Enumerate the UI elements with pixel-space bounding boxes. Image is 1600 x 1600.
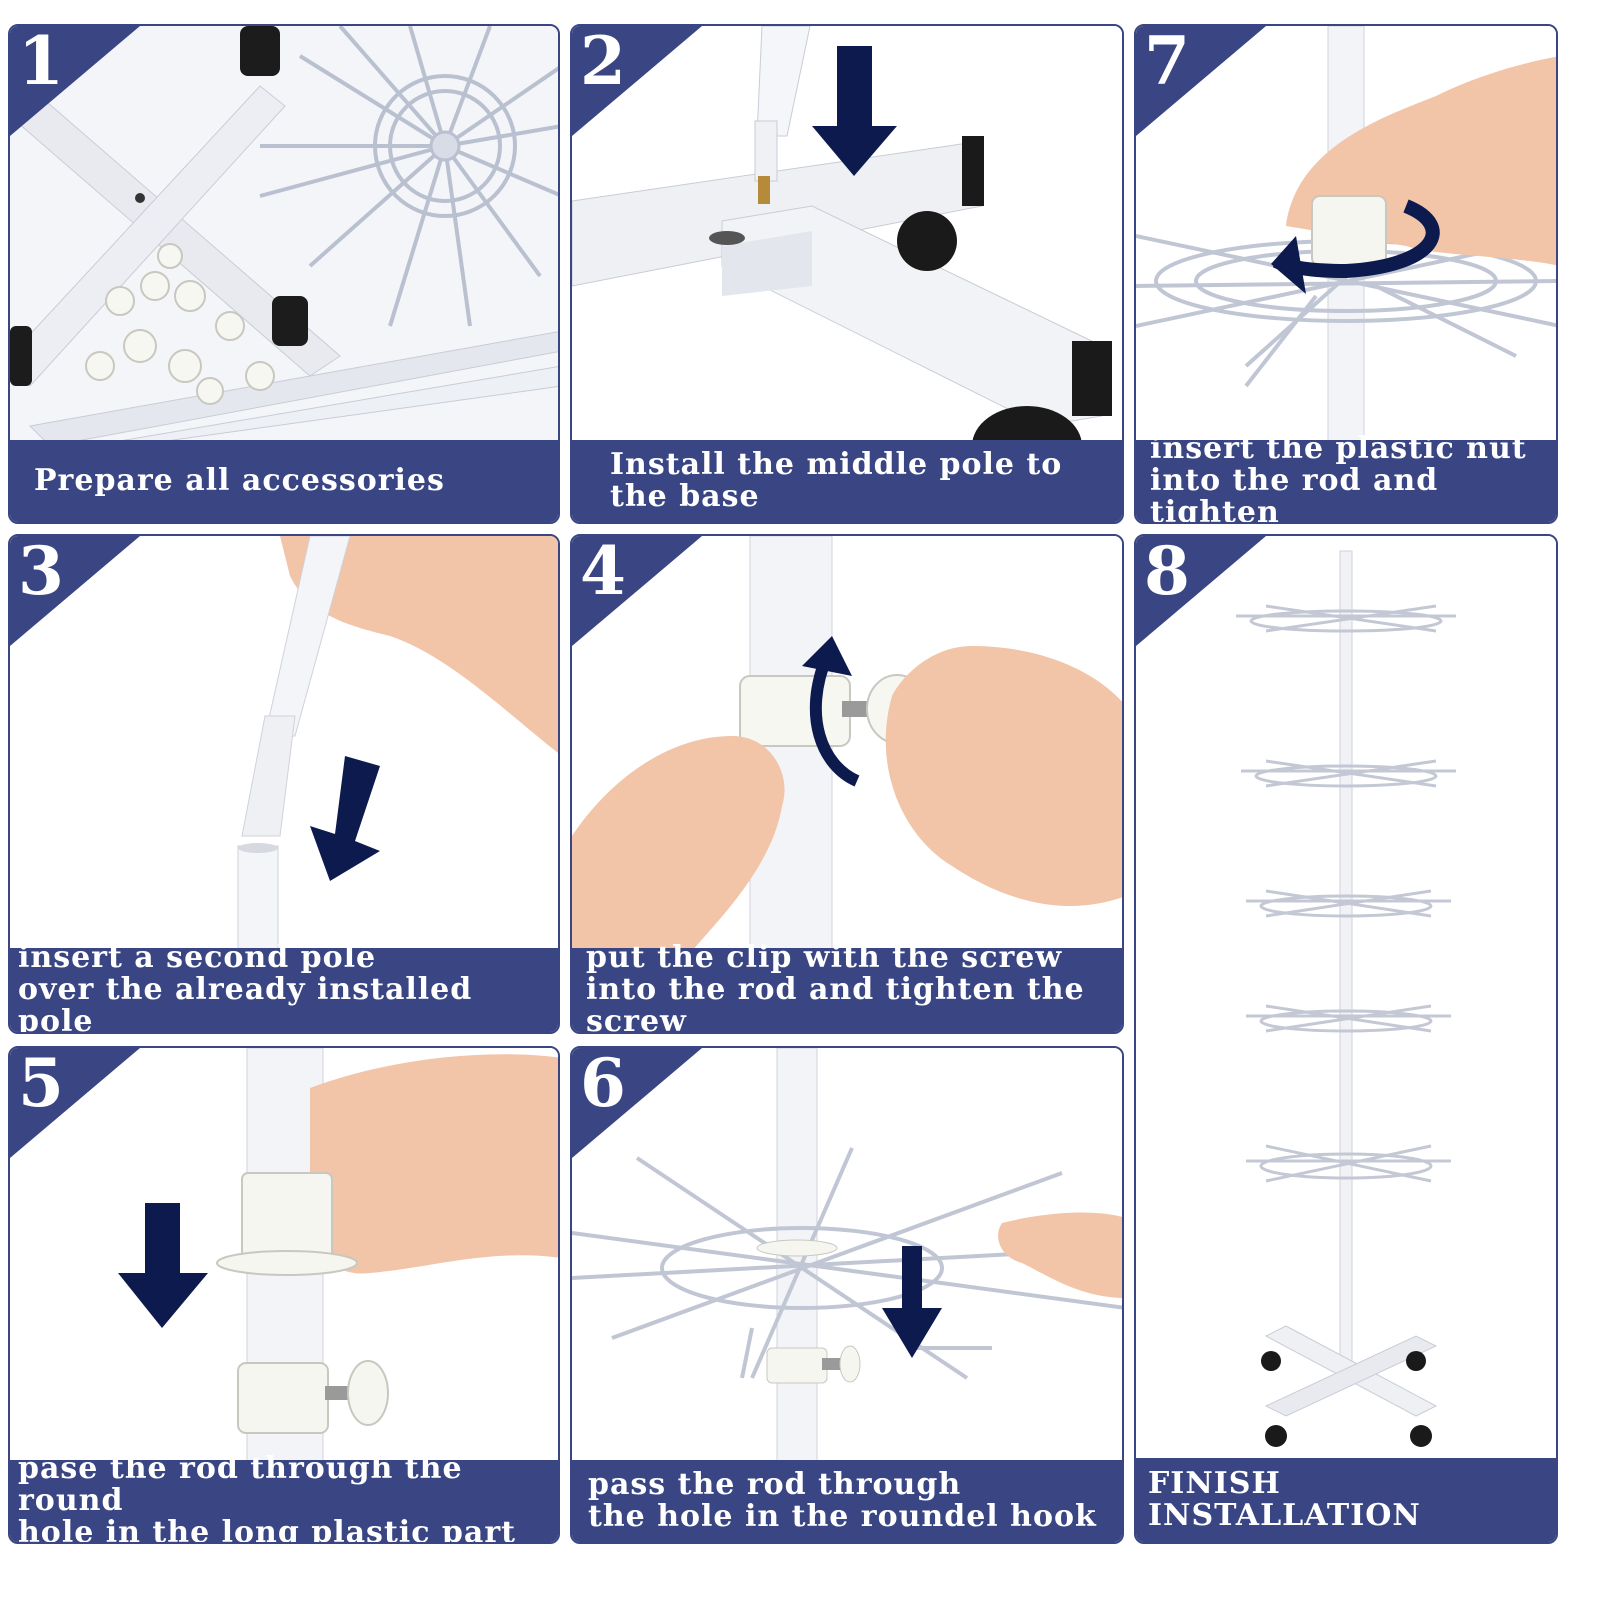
step-number-corner <box>10 536 140 646</box>
step-5-panel: 5 pase the rod through the round hole in… <box>8 1046 560 1544</box>
step-number: 3 <box>18 534 64 610</box>
step-caption: pass the rod through the hole in the rou… <box>572 1460 1122 1542</box>
curved-arrow-icon <box>809 653 860 787</box>
step-6-panel: 6 pass the rod through the hole in the r… <box>570 1046 1124 1544</box>
pole-to-base-photo <box>572 26 1122 446</box>
step-caption: Install the middle pole to the base <box>572 440 1122 522</box>
step-4-panel: 4 put the clip with the screw into the r… <box>570 534 1124 1034</box>
step-3-panel: 3 insert a second pole over the already … <box>8 534 560 1034</box>
down-arrow-icon <box>812 46 897 176</box>
accessories-photo <box>10 26 558 446</box>
step-caption: pase the rod through the round hole in t… <box>10 1453 558 1542</box>
down-arrow-icon <box>310 756 380 881</box>
step-number-corner <box>572 536 702 646</box>
step-number-corner <box>1136 26 1266 136</box>
clip-screw-photo <box>572 536 1122 951</box>
step-1-panel: 1 Prepare all accessories <box>8 24 560 524</box>
step-2-panel: 2 Install the middle pole to the base <box>570 24 1124 524</box>
step-caption: insert a second pole over the already in… <box>10 942 558 1032</box>
down-arrow-icon <box>882 1246 942 1358</box>
step-number: 6 <box>580 1046 626 1122</box>
step-caption: put the clip with the screw into the rod… <box>572 942 1122 1032</box>
step-number: 4 <box>580 534 626 610</box>
plastic-nut-photo <box>1136 26 1556 446</box>
step-number: 7 <box>1144 24 1190 100</box>
step-caption: Prepare all accessories <box>10 440 558 522</box>
step-number: 2 <box>580 24 626 100</box>
roundel-hook-photo <box>572 1048 1122 1464</box>
step-caption: insert the plastic nut into the rod and … <box>1136 433 1556 522</box>
step-8-panel: 8 FINISH INSTALLATION <box>1134 534 1558 1544</box>
step-number: 1 <box>18 24 64 100</box>
step-number-corner <box>10 26 140 136</box>
step-number-corner <box>10 1048 140 1158</box>
step-number-corner <box>572 26 702 136</box>
finished-rack-photo <box>1136 536 1556 1461</box>
step-caption: FINISH INSTALLATION <box>1136 1458 1556 1542</box>
step-number-corner <box>1136 536 1266 646</box>
step-number: 5 <box>18 1046 64 1122</box>
long-plastic-part-photo <box>10 1048 558 1464</box>
step-number: 8 <box>1144 534 1190 610</box>
step-number-corner <box>572 1048 702 1158</box>
down-arrow-icon <box>118 1203 208 1328</box>
step-7-panel: 7 insert the plastic nut into the rod an… <box>1134 24 1558 524</box>
